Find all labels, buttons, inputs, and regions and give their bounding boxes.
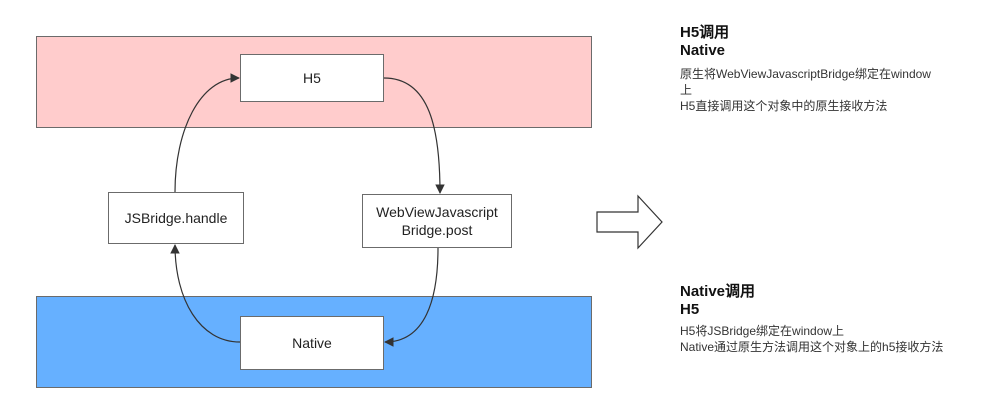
node-h5: H5 <box>240 54 384 102</box>
edge-h5-to-webview <box>383 77 445 194</box>
panel-top-text-line2: 上 <box>680 83 693 97</box>
edge-jsbridge-to-h5 <box>174 73 240 193</box>
edge-native-to-jsbridge <box>170 244 241 343</box>
node-native: Native <box>240 316 384 370</box>
h5-calls-native-panel: H5调用 Native 原生将WebViewJavascriptBridge绑定… <box>680 24 980 114</box>
panel-top-title-line1: H5调用 <box>680 24 730 41</box>
panel-bottom-text-line1: H5将JSBridge绑定在window上 <box>680 324 845 338</box>
panel-bottom-text-line2: Native通过原生方法调用这个对象上的h5接收方法 <box>680 340 944 354</box>
panel-top-text-line1: 原生将WebViewJavascriptBridge绑定在window <box>680 67 931 81</box>
node-webview-javascript-bridge-post: WebViewJavascript Bridge.post <box>362 194 512 248</box>
native-calls-h5-panel: Native调用 H5 H5将JSBridge绑定在window上 Native… <box>680 283 980 355</box>
right-arrow-icon <box>596 194 663 250</box>
panel-bottom-title-line1: Native调用 <box>680 283 756 300</box>
panel-top-title-line2: Native <box>680 42 726 59</box>
node-jsbridge-handle: JSBridge.handle <box>108 192 244 244</box>
panel-top-text-line3: H5直接调用这个对象中的原生接收方法 <box>680 99 888 113</box>
panel-bottom-title-line2: H5 <box>680 301 700 318</box>
edge-webview-to-native <box>384 247 439 347</box>
